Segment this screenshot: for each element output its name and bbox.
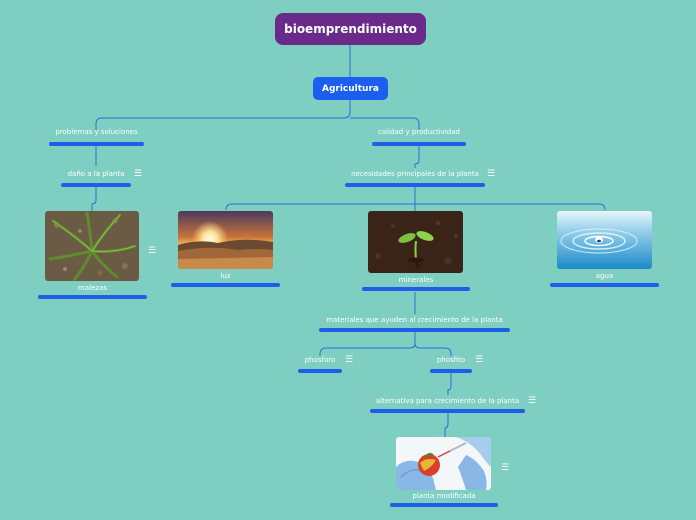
notes-icon[interactable]: ☰ xyxy=(487,169,496,179)
topic-luz[interactable]: luz xyxy=(171,272,280,287)
link-main-branches xyxy=(95,100,420,130)
topic-underline xyxy=(61,183,131,187)
topic-phosfito[interactable]: phosfito xyxy=(430,356,472,373)
topic-planta-modificada[interactable]: planta modificada xyxy=(390,492,498,507)
topic-label: luz xyxy=(220,272,231,280)
topic-label: daño a la planta xyxy=(67,170,125,178)
topic-label: agua xyxy=(595,272,614,280)
topic-label: alternativa para crecimiento de la plant… xyxy=(375,397,520,405)
weeds-image xyxy=(45,211,139,281)
topic-phosforo[interactable]: phosforo xyxy=(298,356,342,373)
topic-underline xyxy=(370,409,525,413)
topic-label: phosforo xyxy=(304,356,336,364)
root-label: bioemprendimiento xyxy=(284,22,417,36)
notes-icon[interactable]: ☰ xyxy=(134,169,143,179)
notes-icon[interactable]: ☰ xyxy=(501,463,510,473)
notes-icon[interactable]: ☰ xyxy=(528,396,537,406)
topic-minerales[interactable]: minerales xyxy=(362,276,470,291)
topic-underline xyxy=(38,295,147,299)
root-node[interactable]: bioemprendimiento xyxy=(275,13,426,45)
topic-underline xyxy=(362,287,470,291)
seedling-soil-image xyxy=(368,211,463,273)
topic-underline xyxy=(298,369,342,373)
topic-label: malezas xyxy=(78,284,107,292)
topic-label: minerales xyxy=(398,276,434,284)
topic-underline xyxy=(372,142,466,146)
main-topic-label: Agricultura xyxy=(322,83,379,94)
topic-calidad-y-productividad[interactable]: calidad y productividad xyxy=(372,128,466,146)
topic-underline xyxy=(430,369,472,373)
notes-icon[interactable]: ☰ xyxy=(345,355,354,365)
link-dano-malezas xyxy=(91,186,97,211)
main-topic-agricultura[interactable]: Agricultura xyxy=(313,77,388,100)
link-alternativa-planta xyxy=(444,412,449,437)
topic-dano-a-la-planta[interactable]: daño a la planta xyxy=(61,170,131,187)
notes-icon[interactable]: ☰ xyxy=(475,355,484,365)
topic-underline xyxy=(390,503,498,507)
topic-label: calidad y productividad xyxy=(378,128,460,136)
topic-underline xyxy=(319,328,510,332)
topic-label: materiales que ayuden al crecimiento de … xyxy=(326,316,503,324)
topic-malezas[interactable]: malezas xyxy=(38,284,147,299)
topic-underline xyxy=(171,283,280,287)
topic-necesidades-principales[interactable]: necesidades principales de la planta xyxy=(345,170,485,187)
modified-plant-image xyxy=(396,437,491,490)
topic-label: necesidades principales de la planta xyxy=(351,170,479,178)
topic-underline xyxy=(550,283,659,287)
topic-underline xyxy=(49,142,144,146)
topic-materiales[interactable]: materiales que ayuden al crecimiento de … xyxy=(319,316,510,332)
topic-alternativa[interactable]: alternativa para crecimiento de la plant… xyxy=(370,397,525,413)
notes-icon[interactable]: ☰ xyxy=(148,246,157,256)
water-drop-image xyxy=(557,211,652,269)
link-materiales-children xyxy=(319,332,452,356)
sunlight-image xyxy=(178,211,273,269)
topic-underline xyxy=(345,183,485,187)
link-necesidades-children xyxy=(225,186,606,211)
topic-problemas-y-soluciones[interactable]: problemas y soluciones xyxy=(49,128,144,146)
link-calidad-necesidades xyxy=(414,145,420,168)
topic-label: phosfito xyxy=(436,356,466,364)
topic-label: planta modificada xyxy=(412,492,476,500)
topic-label: problemas y soluciones xyxy=(55,128,138,136)
link-phosfito-alternativa xyxy=(447,372,452,395)
topic-agua[interactable]: agua xyxy=(550,272,659,287)
